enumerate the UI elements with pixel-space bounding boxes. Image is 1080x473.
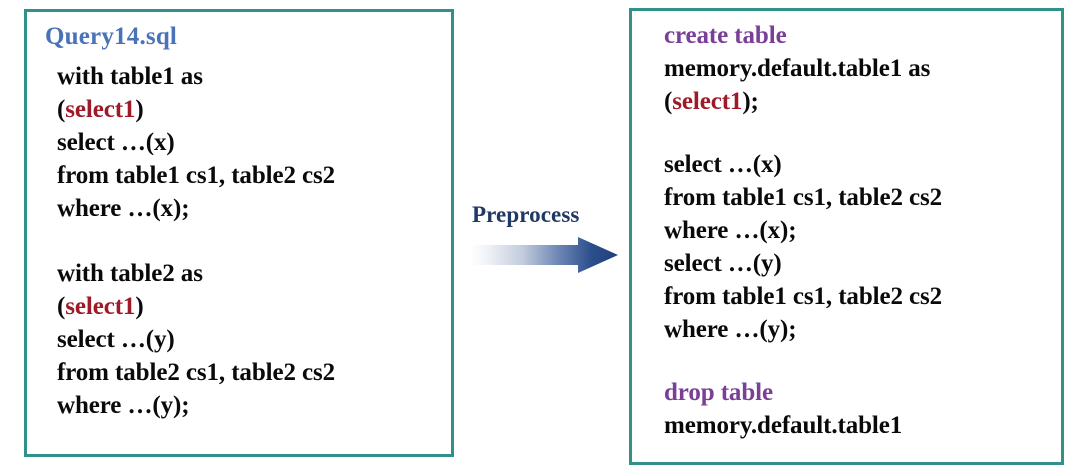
sql-line: select …(y) bbox=[664, 247, 1061, 280]
sql-text: ); bbox=[742, 88, 759, 115]
sql-text: where …(x); bbox=[664, 217, 797, 244]
sql-line: select …(x) bbox=[664, 148, 1061, 181]
sql-line: (select1) bbox=[57, 290, 451, 323]
sql-text: ) bbox=[135, 292, 144, 320]
sql-keyword: select1 bbox=[672, 88, 743, 115]
sql-text: select …(y) bbox=[664, 250, 782, 277]
sql-line: from table1 cs1, table2 cs2 bbox=[57, 159, 451, 192]
sql-keyword: select1 bbox=[65, 292, 136, 320]
sql-block: select …(x) from table1 cs1, table2 cs2 wh… bbox=[646, 148, 1061, 346]
sql-text: with table1 as bbox=[57, 62, 203, 90]
sql-text: memory.default.table1 as bbox=[664, 55, 931, 82]
preprocess-transform-group: Preprocess bbox=[470, 202, 620, 278]
sql-line: where …(y); bbox=[664, 313, 1061, 346]
sql-text: from table1 cs1, table2 cs2 bbox=[664, 184, 943, 211]
sql-text: from table1 cs1, table2 cs2 bbox=[664, 283, 943, 310]
sql-line: drop table bbox=[664, 376, 1061, 409]
page-title: Query14.sql bbox=[45, 23, 178, 50]
sql-line: (select1); bbox=[664, 85, 1061, 118]
sql-block: with table2 as(select1)select …(y)from t… bbox=[41, 257, 451, 422]
right-arrow-icon bbox=[470, 237, 618, 274]
sql-line: from table1 cs1, table2 cs2 bbox=[664, 181, 1061, 214]
sql-line: create table bbox=[664, 19, 1061, 52]
sql-block: drop table memory.default.table1 bbox=[646, 376, 1061, 442]
sql-text: select …(y) bbox=[57, 325, 175, 353]
sql-text: ( bbox=[57, 95, 66, 123]
sql-line: where …(y); bbox=[57, 389, 451, 422]
sql-text: ( bbox=[664, 88, 673, 115]
sql-keyword: select1 bbox=[65, 95, 136, 123]
sql-line: with table1 as bbox=[57, 60, 451, 93]
sql-line: from table2 cs1, table2 cs2 bbox=[57, 356, 451, 389]
sql-line: memory.default.table1 bbox=[664, 409, 1061, 442]
sql-keyword: create table bbox=[664, 22, 787, 49]
sql-keyword: drop table bbox=[664, 379, 773, 406]
source-query-panel: Query14.sql with table1 as(select1)selec… bbox=[24, 9, 454, 457]
left-sql-blocks: with table1 as(select1)select …(x)from t… bbox=[41, 60, 451, 422]
preprocess-label: Preprocess bbox=[472, 202, 580, 227]
sql-line: (select1) bbox=[57, 93, 451, 126]
sql-text: select …(x) bbox=[57, 128, 175, 156]
sql-text: where …(y); bbox=[664, 316, 797, 343]
sql-text: where …(x); bbox=[57, 194, 190, 222]
sql-line: select …(x) bbox=[57, 126, 451, 159]
sql-line: with table2 as bbox=[57, 257, 451, 290]
sql-block: with table1 as(select1)select …(x)from t… bbox=[41, 60, 451, 225]
sql-text: ) bbox=[135, 95, 144, 123]
sql-text: from table2 cs1, table2 cs2 bbox=[57, 358, 336, 386]
sql-text: ( bbox=[57, 292, 66, 320]
sql-line: select …(y) bbox=[57, 323, 451, 356]
sql-line: where …(x); bbox=[664, 214, 1061, 247]
sql-line: from table1 cs1, table2 cs2 bbox=[664, 280, 1061, 313]
sql-text: where …(y); bbox=[57, 391, 190, 419]
sql-text: with table2 as bbox=[57, 259, 203, 287]
sql-text: memory.default.table1 bbox=[664, 412, 903, 439]
sql-text: from table1 cs1, table2 cs2 bbox=[57, 161, 336, 189]
sql-block: create table memory.default.table1 as (sel… bbox=[646, 19, 1061, 118]
sql-text: select …(x) bbox=[664, 151, 782, 178]
sql-line: where …(x); bbox=[57, 192, 451, 225]
sql-line: memory.default.table1 as bbox=[664, 52, 1061, 85]
